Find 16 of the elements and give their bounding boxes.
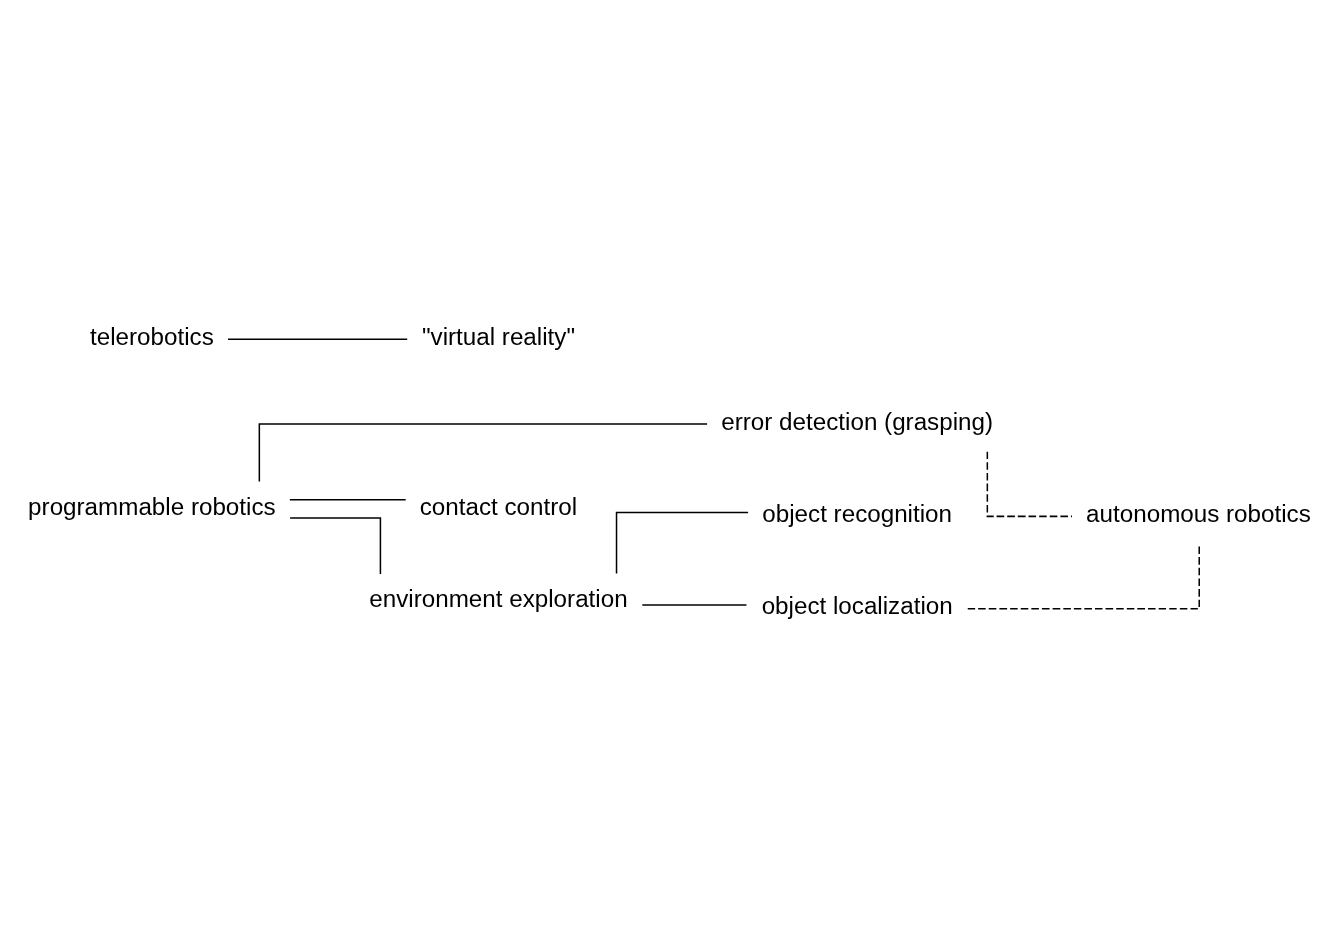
node-text: contact control xyxy=(419,492,578,520)
node-text: object localization xyxy=(761,591,953,619)
node-text: "virtual reality" xyxy=(421,322,575,350)
connector xyxy=(258,422,708,482)
node-text: error detection (grasping) xyxy=(721,407,994,435)
node-text: programmable robotics xyxy=(28,492,276,520)
connector xyxy=(289,516,382,575)
node-text: telerobotics xyxy=(89,322,214,350)
node-text: autonomous robotics xyxy=(1086,499,1311,527)
connector xyxy=(227,338,408,340)
connector xyxy=(289,498,407,500)
connector xyxy=(986,450,1073,517)
connector xyxy=(641,603,748,606)
connector xyxy=(615,511,749,574)
node-text: object recognition xyxy=(762,499,953,527)
node-text: environment exploration xyxy=(369,584,628,612)
